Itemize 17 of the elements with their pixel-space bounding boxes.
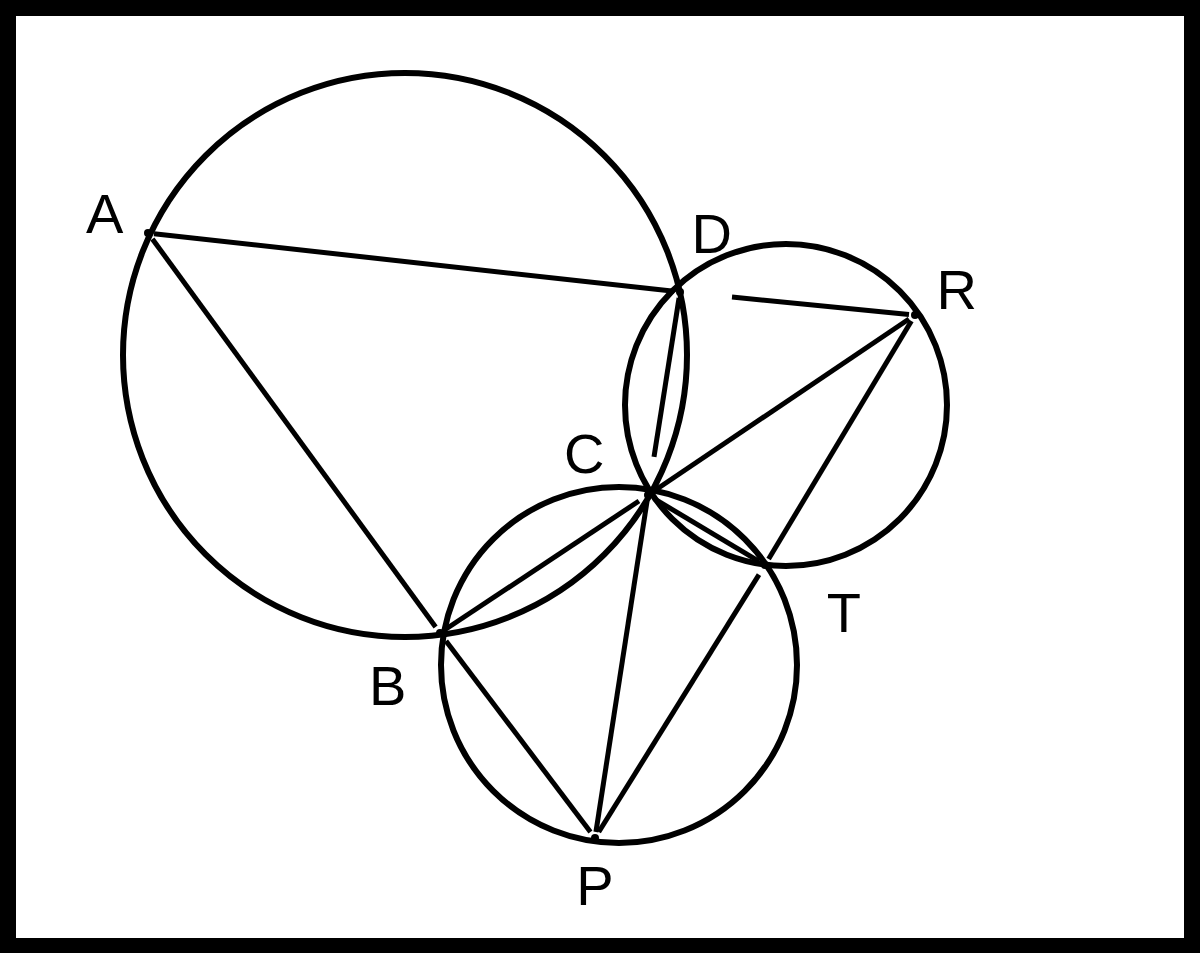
line-segment — [593, 500, 650, 833]
line-segment — [766, 319, 914, 561]
point-label: T — [826, 585, 861, 641]
point-label: C — [564, 426, 605, 482]
line-segment — [651, 297, 682, 458]
line-segment — [444, 498, 641, 632]
line-segment — [444, 639, 593, 834]
point-label: B — [369, 658, 407, 714]
point-label: P — [576, 858, 614, 914]
line-segment — [150, 237, 438, 629]
line-segment — [652, 496, 761, 564]
point-label: R — [936, 262, 977, 318]
line-segment — [153, 231, 675, 294]
line-segment — [596, 573, 762, 834]
line-segment — [731, 294, 910, 317]
point-label: D — [691, 206, 732, 262]
point-label: A — [86, 186, 124, 242]
